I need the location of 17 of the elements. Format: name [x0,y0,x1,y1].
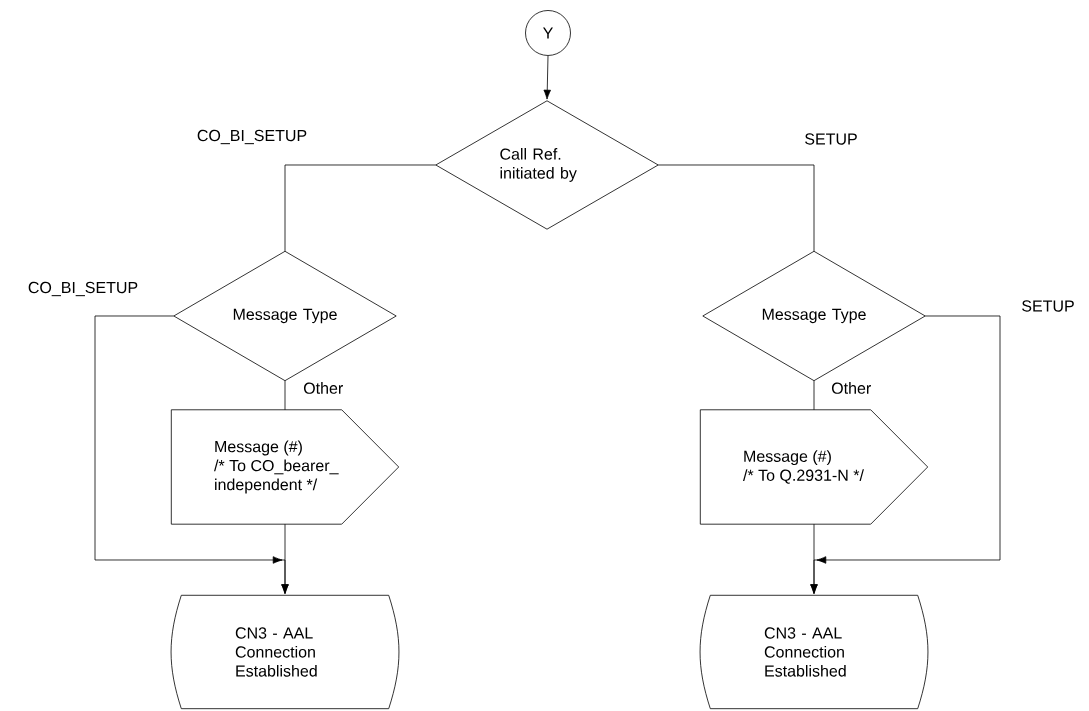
send-signal-box: Message (#) /* To CO_bearer_ independent */ [170,409,400,525]
line [813,380,815,411]
state-box: CN3 - AAL Connection Established [699,594,929,710]
edge-label: CO_BI_SETUP [195,128,309,146]
line [657,164,815,252]
edge-label: SETUP [1020,299,1076,313]
edge-label: Other [830,381,873,395]
line [284,164,437,252]
arrow [543,55,551,100]
edge-label: SETUP [803,132,859,146]
line [284,380,286,411]
arrow [281,523,289,594]
edge-label: Other [302,381,345,395]
state-box: CN3 - AAL Connection Established [170,594,400,710]
edge-label: CO_BI_SETUP [26,280,140,298]
arrow [810,523,818,594]
send-signal-box: Message (#) /* To Q.2931-N */ [699,409,929,525]
